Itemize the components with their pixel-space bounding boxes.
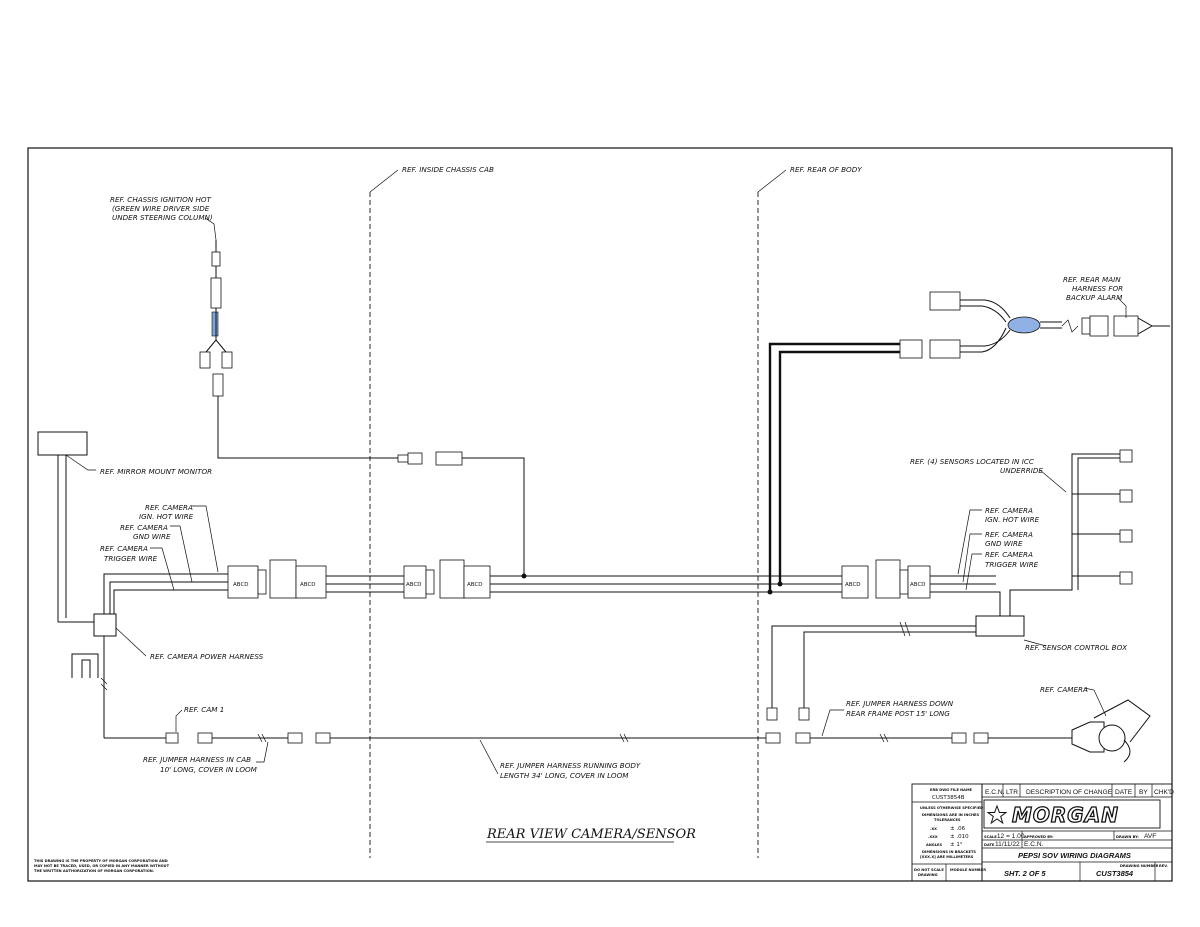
svg-text:DRAWING NUMBER: DRAWING NUMBER xyxy=(1120,864,1159,868)
svg-text:ABCD: ABCD xyxy=(845,582,861,588)
ignition-pigtail: REF. CHASSIS IGNITION HOT (GREEN WIRE DR… xyxy=(110,195,398,459)
cam-trig-left-label-2: TRIGGER WIRE xyxy=(104,554,158,563)
power-harness-label: REF. CAMERA POWER HARNESS xyxy=(150,652,264,661)
diagram-title: REAR VIEW CAMERA/SENSOR xyxy=(486,827,696,842)
svg-text:DIMENSIONS ARE IN INCHES: DIMENSIONS ARE IN INCHES xyxy=(922,813,979,817)
svg-text:ERB DWG FILE NAME: ERB DWG FILE NAME xyxy=(930,788,973,792)
svg-text:DESCRIPTION OF CHANGE: DESCRIPTION OF CHANGE xyxy=(1026,789,1113,796)
svg-text:± .010: ± .010 xyxy=(950,834,969,840)
jumper-cab-label-1: REF. JUMPER HARNESS IN CAB xyxy=(143,755,251,764)
file-name: CUST3854B xyxy=(932,795,965,801)
mirror-monitor-label: REF. MIRROR MOUNT MONITOR xyxy=(100,467,212,476)
svg-text:MODULE NUMBER: MODULE NUMBER xyxy=(950,868,986,872)
cam-ign-left-label-2: IGN. HOT WIRE xyxy=(139,512,194,521)
cam-gnd-right-label-1: REF. CAMERA xyxy=(985,530,1033,539)
connector-mid-pair: ABCD ABCD xyxy=(403,559,491,599)
svg-text:ABCD: ABCD xyxy=(910,582,926,588)
cam-trig-right-label-1: REF. CAMERA xyxy=(985,550,1033,559)
jumper-down-label-1: REF. JUMPER HARNESS DOWN xyxy=(846,699,954,708)
svg-text:.XX: .XX xyxy=(930,827,937,831)
rear-main-label-3: BACKUP ALARM xyxy=(1066,293,1123,302)
ignition-label-line1: REF. CHASSIS IGNITION HOT xyxy=(110,195,212,204)
ignition-label-line3: UNDER STEERING COLUMN) xyxy=(112,213,213,222)
svg-text:DO NOT SCALE: DO NOT SCALE xyxy=(914,868,944,872)
svg-text:CHK'D: CHK'D xyxy=(1154,789,1174,796)
svg-text:± 1°: ± 1° xyxy=(950,842,963,848)
splice-blue xyxy=(1007,316,1041,334)
svg-text:SCALE: SCALE xyxy=(984,835,997,839)
drawing-number: CUST3854 xyxy=(1096,869,1134,878)
morgan-star-icon xyxy=(986,804,1008,825)
heatshrink-blue xyxy=(211,311,219,337)
connector-right-pair: ABCD ABCD xyxy=(841,559,931,599)
cam-ign-right-label-2: IGN. HOT WIRE xyxy=(985,515,1040,524)
svg-text:LTR: LTR xyxy=(1006,789,1018,796)
cam-gnd-left-label-2: GND WIRE xyxy=(133,532,171,541)
sensors-label-2: UNDERRIDE xyxy=(1000,466,1043,475)
cam-gnd-right-label-2: GND WIRE xyxy=(985,539,1023,548)
svg-text:REV.: REV. xyxy=(1159,864,1168,868)
cam-gnd-left-label-1: REF. CAMERA xyxy=(120,523,168,532)
svg-text:BY: BY xyxy=(1139,789,1148,796)
title-block: ERB DWG FILE NAME CUST3854B UNLESS OTHER… xyxy=(911,783,1174,882)
svg-text:[XXX.X] ARE MILLIMETERS: [XXX.X] ARE MILLIMETERS xyxy=(920,855,974,859)
svg-text:TOLERANCES: TOLERANCES xyxy=(934,818,961,822)
rear-main-label-1: REF. REAR MAIN xyxy=(1063,275,1121,284)
connector-left-pair: ABCD ABCD xyxy=(227,559,327,599)
svg-text:ABCD: ABCD xyxy=(300,582,316,588)
disclaimer-line1: THIS DRAWING IS THE PROPERTY OF MORGAN C… xyxy=(34,859,168,863)
rear-main-label-2: HARNESS FOR xyxy=(1072,284,1123,293)
cam-trig-right-label-2: TRIGGER WIRE xyxy=(985,560,1039,569)
drawing-title: PEPSI SOV WIRING DIAGRAMS xyxy=(1018,851,1131,860)
sensors-label-1: REF. (4) SENSORS LOCATED IN ICC xyxy=(910,457,1034,466)
svg-text:ABCD: ABCD xyxy=(467,582,483,588)
cam1-label: REF. CAM 1 xyxy=(184,705,224,714)
cam-ign-left-label-1: REF. CAMERA xyxy=(145,503,193,512)
wire-breaks xyxy=(257,733,889,743)
cam-ign-right-label-1: REF. CAMERA xyxy=(985,506,1033,515)
rear-body-label: REF. REAR OF BODY xyxy=(790,165,862,174)
ignition-label-line2: (GREEN WIRE DRIVER SIDE xyxy=(112,204,210,213)
svg-text:ANGLES: ANGLES xyxy=(926,843,942,847)
sheet-number: SHT. 2 OF 5 xyxy=(1004,869,1046,878)
sheet-border xyxy=(27,147,1173,882)
svg-text:DRAWING: DRAWING xyxy=(918,873,938,877)
cam-trig-left-label-1: REF. CAMERA xyxy=(100,544,148,553)
svg-text:UNLESS OTHERWISE SPECIFIED: UNLESS OTHERWISE SPECIFIED xyxy=(920,806,983,810)
scale-value: .12 = 1.00 xyxy=(995,833,1025,840)
mirror-monitor xyxy=(37,431,88,456)
svg-text:DATE: DATE xyxy=(1115,789,1133,796)
camera-power-harness-box xyxy=(93,613,117,637)
svg-text:APPROVED BY:: APPROVED BY: xyxy=(1024,835,1054,839)
inside-cab-label: REF. INSIDE CHASSIS CAB xyxy=(402,165,494,174)
svg-text:ABCD: ABCD xyxy=(233,582,249,588)
drawn-by: AVF xyxy=(1144,833,1156,840)
svg-text:.XXX: .XXX xyxy=(928,835,938,839)
svg-text:DATE: DATE xyxy=(984,843,995,847)
disclaimer-line2: MAY NOT BE TRACED, USED, OR COPIED IN AN… xyxy=(34,864,170,868)
svg-text:± .06: ± .06 xyxy=(950,826,966,832)
camera-label: REF. CAMERA xyxy=(1040,685,1088,694)
sensor-control-box xyxy=(975,615,1025,637)
jumper-cab-label-2: 10' LONG, COVER IN LOOM xyxy=(160,765,258,774)
rear-camera xyxy=(1071,699,1151,763)
svg-text:ABCD: ABCD xyxy=(406,582,422,588)
disclaimer-line3: THE WRITTEN AUTHORIZATION OF MORGAN CORP… xyxy=(34,869,154,873)
sensor-connectors xyxy=(1119,449,1133,585)
svg-text:DIMENSIONS IN BRACKETS: DIMENSIONS IN BRACKETS xyxy=(922,850,976,854)
jumper-body-label-2: LENGTH 34' LONG, COVER IN LOOM xyxy=(500,771,629,780)
morgan-logo: MORGAN xyxy=(1012,803,1119,827)
svg-text:E.C.N.: E.C.N. xyxy=(1024,841,1044,848)
sensor-box-label: REF. SENSOR CONTROL BOX xyxy=(1025,643,1128,652)
svg-text:E.C.N.: E.C.N. xyxy=(985,789,1005,796)
jumper-down-label-2: REAR FRAME POST 15' LONG xyxy=(846,709,950,718)
jumper-body-label-1: REF. JUMPER HARNESS RUNNING BODY xyxy=(500,761,641,770)
svg-text:DRAWN BY:: DRAWN BY: xyxy=(1116,835,1139,839)
drawing-date: 11/11/22 xyxy=(995,841,1020,848)
